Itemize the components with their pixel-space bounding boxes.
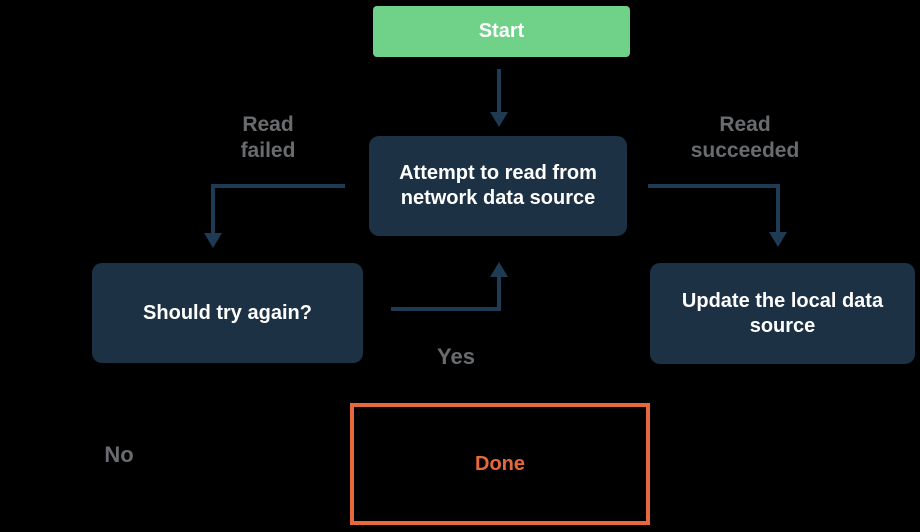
node-start: Start <box>373 6 630 57</box>
edge-label-read-succeeded: Read succeeded <box>690 113 800 162</box>
node-update-local-source-label: Update the local data source <box>681 289 884 337</box>
node-attempt-read-label: Attempt to read from network data source <box>399 162 597 209</box>
node-should-try-again: Should try again? <box>92 263 363 363</box>
node-done-label: Done <box>475 452 525 475</box>
node-done: Done <box>350 403 650 525</box>
arrow-attempt-to-should-try-again <box>204 184 345 248</box>
arrow-start-to-attempt <box>490 69 508 127</box>
edge-label-read-failed: Read failed <box>240 113 296 162</box>
edge-label-no: No <box>104 442 134 467</box>
node-attempt-read: Attempt to read from network data source <box>369 136 627 236</box>
node-start-label: Start <box>478 20 525 42</box>
arrow-should-try-again-to-attempt <box>391 262 508 311</box>
node-should-try-again-label: Should try again? <box>143 301 312 324</box>
edge-label-yes: Yes <box>437 344 475 369</box>
node-update-local-source: Update the local data source <box>650 263 915 364</box>
arrow-attempt-to-update-local <box>648 184 787 247</box>
